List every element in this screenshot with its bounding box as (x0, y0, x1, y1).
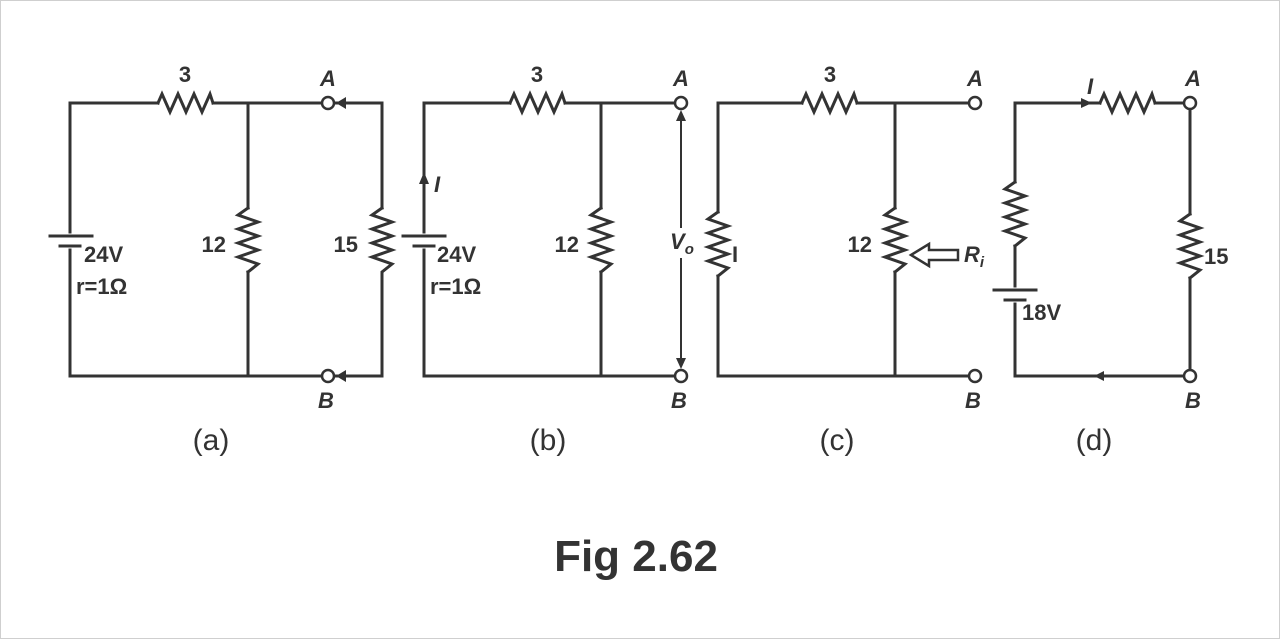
panel-a-label-battery-r: r=1Ω (76, 274, 127, 299)
panel-a-label-a: A (319, 66, 336, 91)
panel-c-resistor-left (703, 209, 733, 279)
panel-b-label-battery-r: r=1Ω (430, 274, 481, 299)
panel-a-label-r-right: 15 (334, 232, 358, 257)
panel-b-wires (422, 101, 676, 378)
panel-d-label-battery-v: 18V (1022, 300, 1061, 325)
panel-c-label-a: A (966, 66, 983, 91)
panel-b-caption: (b) (530, 424, 567, 457)
panel-d-label-a: A (1184, 66, 1201, 91)
panel-c: 3 12 I Ri A B (c) (703, 62, 985, 457)
panel-b-current-arrow (419, 172, 429, 184)
panel-a-arrow-b (336, 370, 346, 382)
panel-b-battery (401, 234, 447, 248)
panel-d-caption: (d) (1076, 424, 1113, 457)
panel-b-label-a: A (672, 66, 689, 91)
panel-a-caption: (a) (193, 424, 230, 457)
panel-d-bottom-arrow (1094, 371, 1104, 381)
panel-c-label-r-top: 3 (824, 62, 836, 87)
panel-d: I 15 18V A B (d) (992, 66, 1228, 457)
panel-b-terminal-a (673, 95, 689, 111)
panel-a-label-b: B (318, 388, 334, 413)
panel-d-terminal-b (1182, 368, 1198, 384)
panel-c-caption: (c) (820, 424, 855, 457)
panel-d-terminal-a (1182, 95, 1198, 111)
panel-c-resistor-3 (800, 89, 859, 116)
panel-b-terminal-b (673, 368, 689, 384)
panel-a-wires (68, 101, 384, 378)
panel-c-ri-arrow (908, 241, 960, 269)
panel-d-label-current: I (1087, 74, 1094, 99)
panel-c-label-r-left: I (732, 242, 738, 267)
panel-a-resistor-15 (367, 205, 397, 310)
panel-b-label-r-top: 3 (531, 62, 543, 87)
panel-c-label-r-mid: 12 (848, 232, 872, 257)
panel-c-label-b: B (965, 388, 981, 413)
panel-a-arrow-a (336, 97, 346, 109)
panel-a-terminal-b (320, 368, 336, 384)
panel-d-resistor-15 (1175, 211, 1205, 281)
panel-c-resistor-12 (880, 205, 910, 275)
panel-b-label-b: B (671, 388, 687, 413)
panel-b-resistor-3 (508, 89, 567, 116)
panel-c-wires (716, 101, 971, 378)
panel-d-current-arrow (1081, 98, 1092, 108)
panel-a-resistor-12 (233, 205, 263, 275)
panel-a-terminal-a (320, 95, 336, 111)
panel-b-label-vo: Vo (670, 229, 694, 258)
panel-c-terminal-b (967, 368, 983, 384)
panel-d-label-b: B (1185, 388, 1201, 413)
panel-d-wires (1013, 101, 1192, 378)
panel-b: I 3 12 24V r=1Ω Vo A B (b) (401, 62, 694, 457)
panel-a-label-r-mid: 12 (202, 232, 226, 257)
panel-a-label-battery-v: 24V (84, 242, 123, 267)
panel-d-resistor-top (1098, 89, 1157, 116)
panel-b-vo-arrow (676, 110, 686, 369)
panel-b-label-current: I (434, 172, 441, 197)
panel-a-label-r-top: 3 (179, 62, 191, 87)
panel-b-label-r-mid: 12 (555, 232, 579, 257)
panel-d-label-r-right: 15 (1204, 244, 1228, 269)
panel-d-battery (992, 288, 1038, 302)
panel-a: 3 12 15 24V r=1Ω A B (a) (48, 62, 397, 457)
panel-c-label-ri: Ri (964, 242, 985, 271)
panel-b-resistor-12 (586, 205, 616, 275)
figure-title: Fig 2.62 (554, 532, 718, 581)
panel-a-resistor-3 (156, 89, 215, 116)
panel-d-resistor-left (1000, 179, 1030, 249)
panel-b-label-battery-v: 24V (437, 242, 476, 267)
panel-a-battery (48, 234, 94, 248)
panel-c-terminal-a (967, 95, 983, 111)
